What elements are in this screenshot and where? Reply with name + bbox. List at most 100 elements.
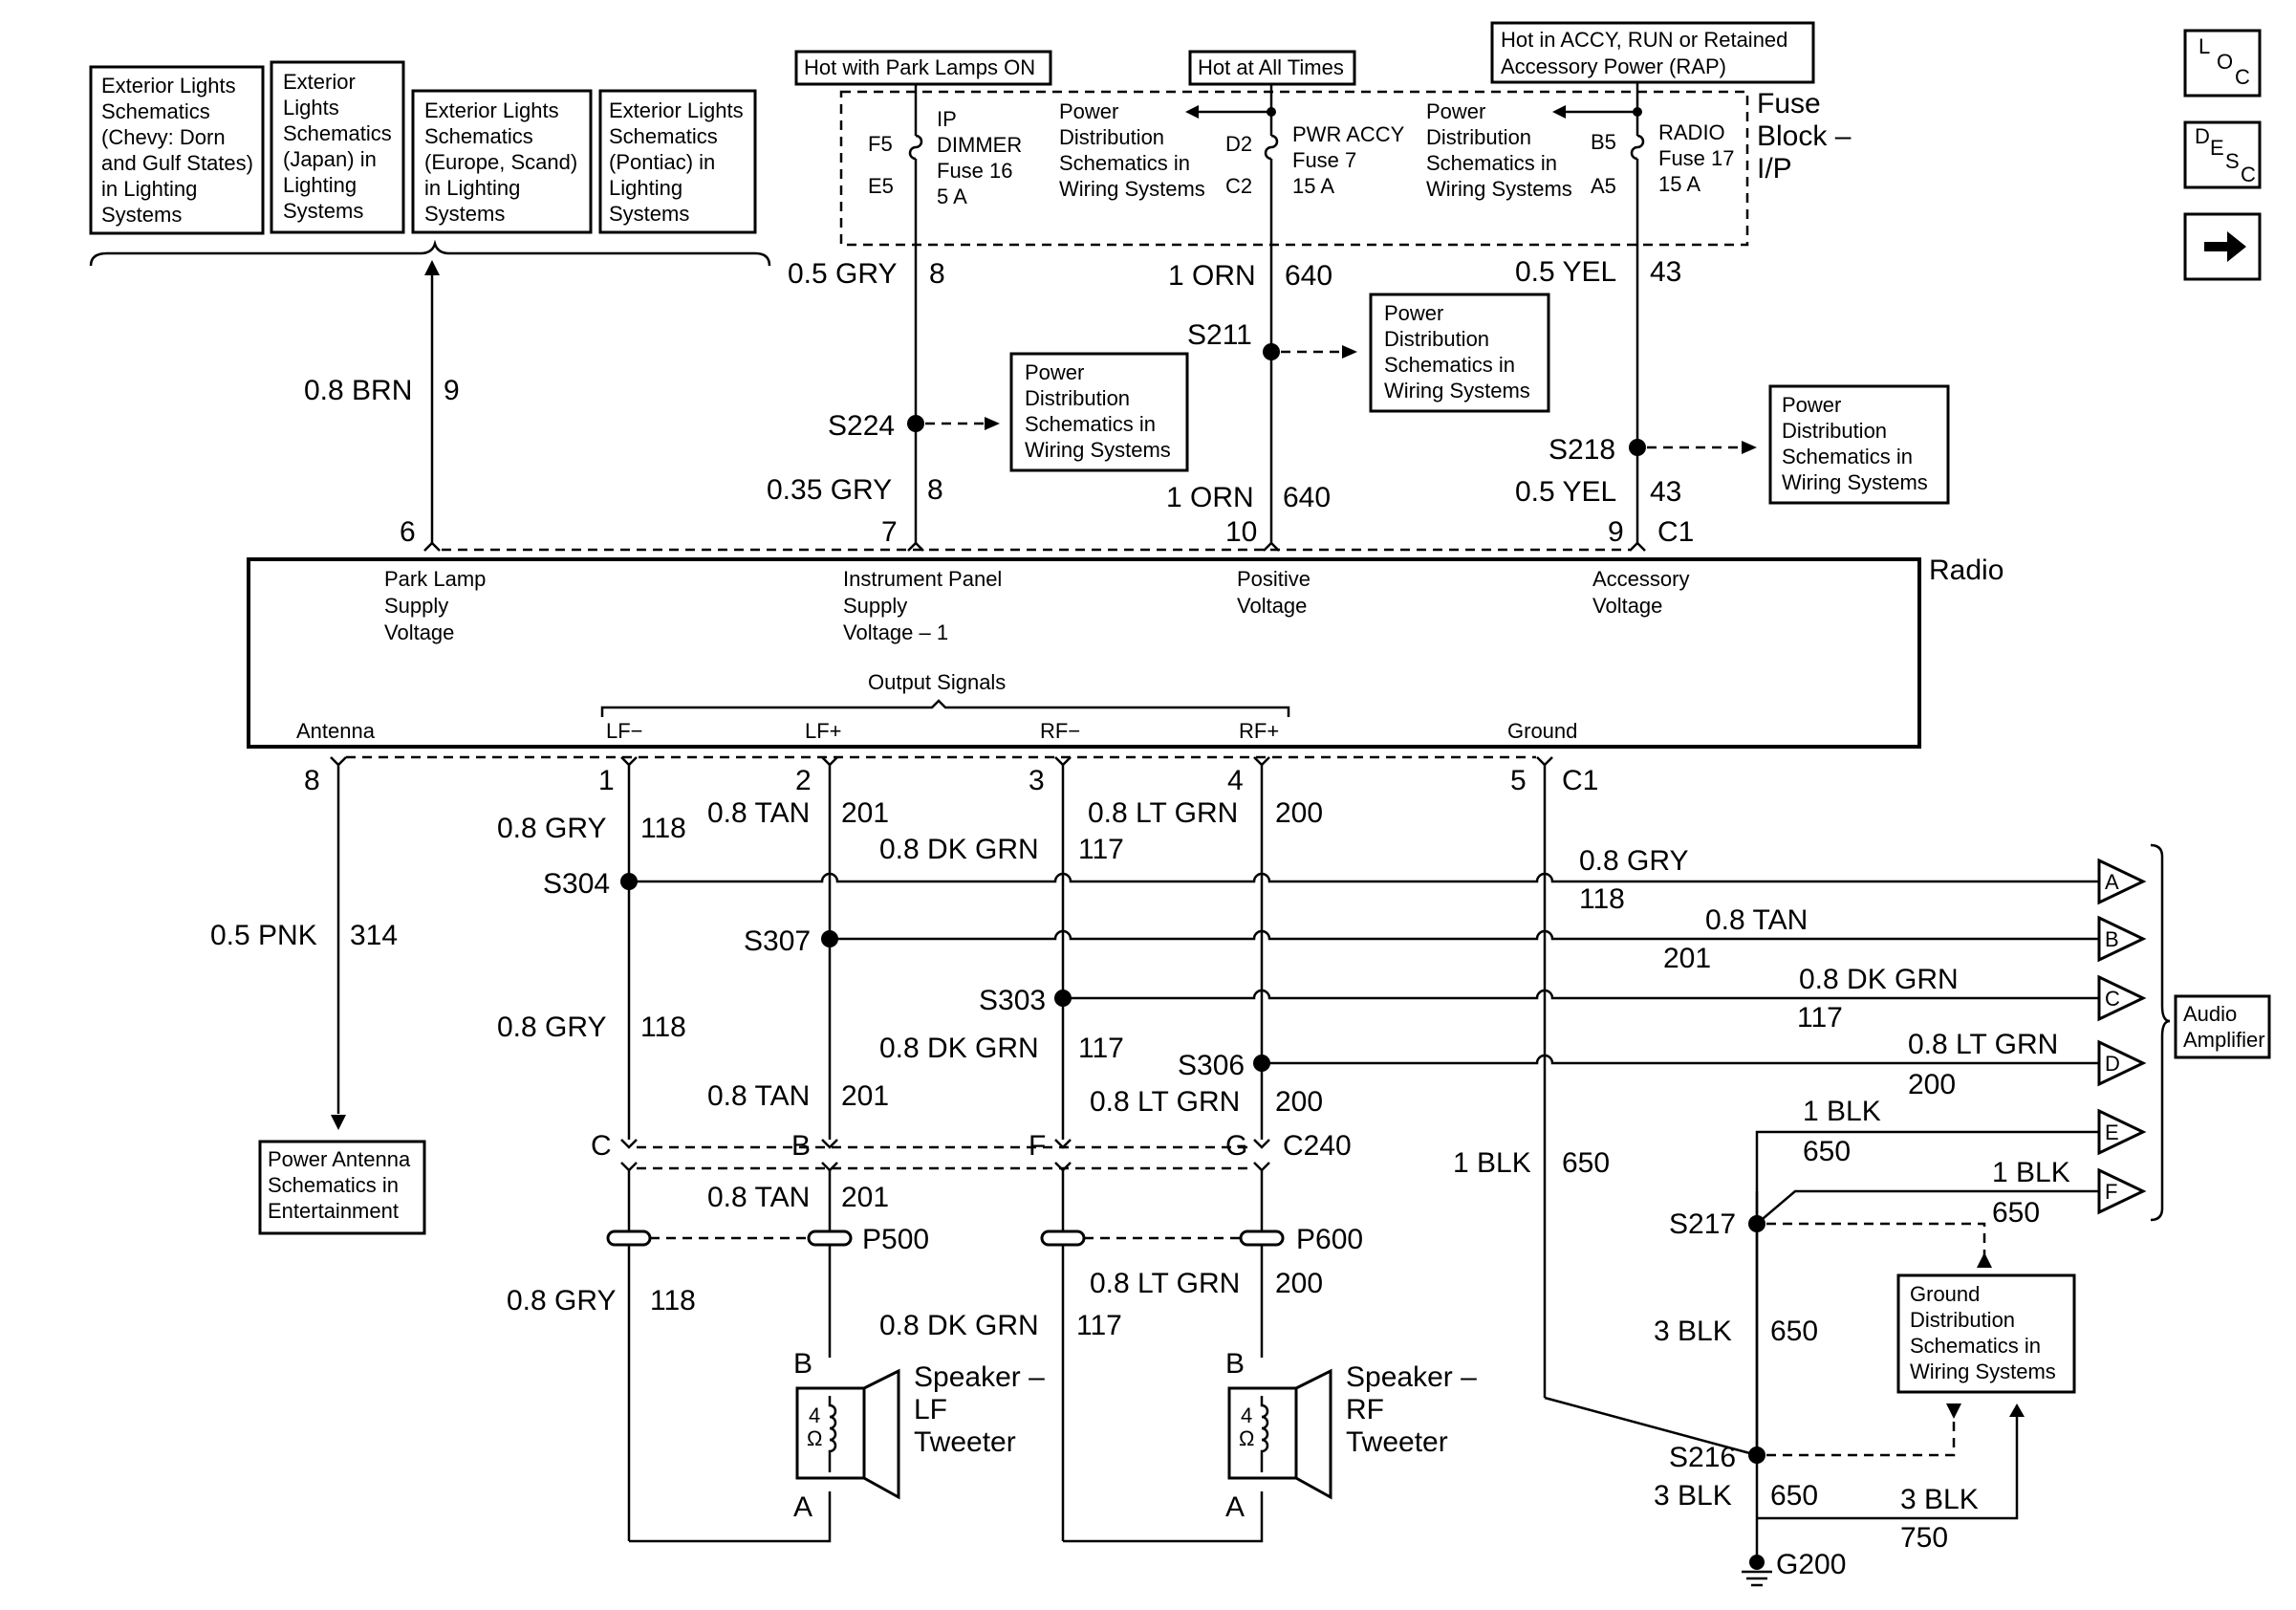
svg-text:117: 117 [1076, 1310, 1122, 1341]
svg-text:2: 2 [795, 765, 812, 796]
svg-text:118: 118 [640, 1012, 686, 1043]
splice-s211 [1263, 343, 1280, 360]
svg-text:5: 5 [1510, 765, 1527, 796]
wire-label: 0.5 YEL [1515, 256, 1616, 288]
svg-text:A: A [2105, 870, 2119, 894]
svg-text:118: 118 [1579, 883, 1625, 915]
svg-text:D: D [2195, 124, 2210, 148]
svg-text:0.8 TAN: 0.8 TAN [707, 1080, 810, 1112]
svg-text:650: 650 [1803, 1136, 1851, 1167]
splice-s217 [1748, 1215, 1765, 1232]
svg-text:201: 201 [1663, 943, 1711, 974]
splice-s307 [821, 930, 838, 947]
svg-text:A: A [1225, 1491, 1245, 1523]
svg-text:750: 750 [1900, 1522, 1948, 1554]
svg-text:S307: S307 [744, 925, 811, 957]
svg-text:117: 117 [1078, 1033, 1124, 1064]
hot-park-label: Hot with Park Lamps ON [794, 50, 1052, 86]
arrow-right-icon[interactable] [2183, 212, 2262, 281]
svg-text:C1: C1 [1657, 516, 1694, 548]
svg-text:0.8 LT GRN: 0.8 LT GRN [1088, 797, 1238, 829]
svg-text:8: 8 [304, 765, 320, 796]
svg-text:314: 314 [350, 920, 398, 951]
svg-text:1 BLK: 1 BLK [1803, 1096, 1881, 1127]
svg-text:0.8 DK GRN: 0.8 DK GRN [879, 1033, 1039, 1064]
g200-750-wire [1757, 1413, 2019, 1520]
svg-text:3 BLK: 3 BLK [1654, 1480, 1732, 1512]
svg-text:201: 201 [841, 1080, 889, 1112]
svg-text:0.8 TAN: 0.8 TAN [707, 797, 810, 829]
svg-text:650: 650 [1562, 1147, 1610, 1179]
svg-text:1 BLK: 1 BLK [1453, 1147, 1531, 1179]
svg-text:S216: S216 [1669, 1442, 1736, 1473]
desc-icon[interactable]: D E S C [2183, 120, 2262, 189]
output-signals-brace [600, 699, 1290, 717]
svg-text:S303: S303 [979, 985, 1046, 1016]
svg-text:0.35 GRY: 0.35 GRY [767, 474, 892, 506]
svg-text:F: F [2105, 1180, 2117, 1204]
speaker-lower-wires [627, 1170, 1264, 1543]
svg-text:0.8 TAN: 0.8 TAN [1705, 904, 1808, 936]
svg-text:0.8 GRY: 0.8 GRY [507, 1285, 617, 1316]
svg-text:200: 200 [1275, 1268, 1323, 1299]
splice-s304 [620, 873, 638, 890]
svg-text:7: 7 [881, 516, 898, 548]
svg-text:F5: F5 [868, 132, 893, 156]
svg-text:3: 3 [1029, 765, 1045, 796]
svg-text:0.8 DK GRN: 0.8 DK GRN [1799, 964, 1959, 995]
circuit-label: 8 [929, 258, 945, 290]
svg-text:Hot with Park Lamps ON: Hot with Park Lamps ON [804, 55, 1035, 79]
loc-icon[interactable]: L O C [2183, 29, 2262, 98]
splice-s303 [1054, 990, 1072, 1007]
svg-text:S306: S306 [1178, 1050, 1245, 1081]
svg-text:0.5 PNK: 0.5 PNK [210, 920, 317, 951]
ext-lights-brace [89, 239, 771, 267]
fuse-block-outline [839, 90, 1749, 247]
svg-text:A5: A5 [1591, 174, 1616, 198]
svg-text:0.8 DK GRN: 0.8 DK GRN [879, 1310, 1039, 1341]
loc-icon-l: L [2199, 34, 2210, 58]
svg-text:8: 8 [927, 474, 943, 506]
s217-ground-ref [1766, 1222, 1986, 1262]
loc-icon-o: O [2217, 50, 2233, 74]
svg-text:117: 117 [1797, 1002, 1843, 1033]
amp-connector-pins: A B C D E F [2097, 858, 2147, 1215]
svg-text:Antenna: Antenna [296, 719, 376, 743]
svg-text:S: S [2225, 149, 2240, 173]
svg-text:C: C [2241, 163, 2256, 186]
svg-text:C: C [591, 1130, 612, 1162]
hot-all-times-label: Hot at All Times [1188, 50, 1356, 86]
svg-text:1 BLK: 1 BLK [1992, 1157, 2070, 1188]
svg-text:P500: P500 [862, 1224, 929, 1255]
svg-text:10: 10 [1225, 516, 1257, 548]
svg-text:200: 200 [1908, 1069, 1956, 1100]
svg-text:D: D [2105, 1052, 2120, 1076]
svg-text:G200: G200 [1776, 1549, 1846, 1580]
svg-text:0.8 LT GRN: 0.8 LT GRN [1090, 1086, 1240, 1118]
circuit-label: 43 [1650, 256, 1681, 288]
circuit-label: 640 [1285, 260, 1332, 292]
